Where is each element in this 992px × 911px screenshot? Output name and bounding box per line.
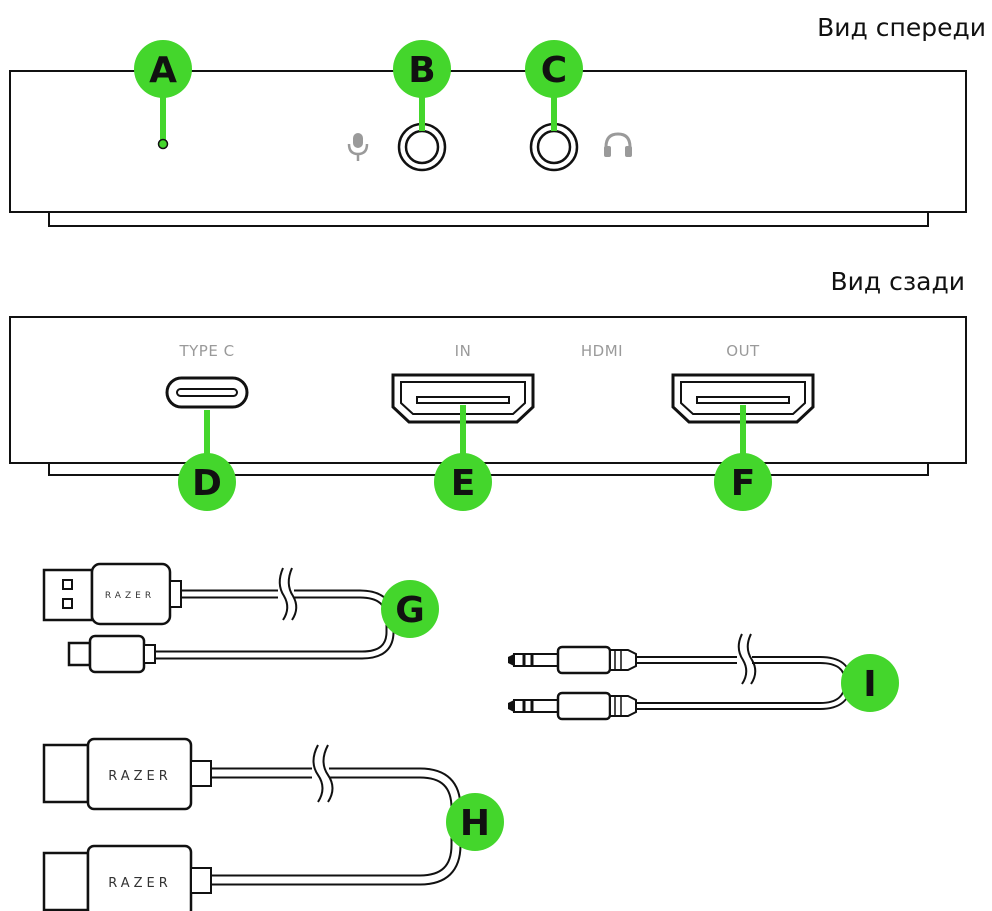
callout-e-label: E (451, 463, 476, 504)
callout-a: A (134, 40, 192, 98)
hdmi-plug-top: RAZER (42, 737, 212, 811)
callout-c: C (525, 40, 583, 98)
callout-b: B (393, 40, 451, 98)
hdmi-in-label: IN (455, 342, 472, 360)
headphones-icon (604, 132, 632, 157)
microphone-icon (347, 133, 369, 161)
callout-g-label: G (395, 590, 425, 631)
headphone-jack (529, 122, 579, 172)
callout-c-label: C (541, 50, 567, 91)
callout-d: D (178, 453, 236, 511)
status-led (157, 138, 169, 150)
callout-i: I (841, 654, 899, 712)
callout-f-label: F (731, 463, 756, 504)
audio-cable (508, 633, 853, 721)
front-panel-foot (48, 212, 929, 227)
callout-a-label: A (149, 50, 177, 91)
hdmi-out-port (671, 373, 815, 424)
front-view-title: Вид спереди (817, 13, 986, 42)
rear-panel: TYPE C IN HDMI OUT (9, 316, 967, 476)
hdmi-in-port (391, 373, 535, 424)
callout-f: F (714, 453, 772, 511)
usb-c-plug (67, 634, 156, 674)
callout-h-label: H (460, 803, 490, 844)
callout-i-label: I (863, 664, 876, 705)
callout-b-label: B (408, 50, 435, 91)
usb-a-plug: RAZER (42, 562, 182, 626)
audio-plug-top (508, 645, 637, 675)
usb-type-c-port (165, 376, 249, 409)
hdmi-cable-logo-bottom: RAZER (108, 876, 172, 891)
usb-cable: RAZER (42, 562, 395, 674)
hdmi-plug-bottom: RAZER (42, 844, 212, 911)
usb-cable-logo: RAZER (105, 591, 155, 601)
callout-h: H (446, 793, 504, 851)
hdmi-cable-logo-top: RAZER (108, 769, 172, 784)
hdmi-label: HDMI (581, 342, 623, 360)
callout-g: G (381, 580, 439, 638)
type-c-label: TYPE C (178, 342, 234, 360)
callout-d-label: D (192, 463, 222, 504)
rear-view-title: Вид сзади (830, 267, 965, 296)
audio-plug-bottom (508, 691, 637, 721)
callout-e: E (434, 453, 492, 511)
hdmi-cable: RAZER RAZER (42, 737, 462, 911)
hdmi-out-label: OUT (726, 342, 760, 360)
